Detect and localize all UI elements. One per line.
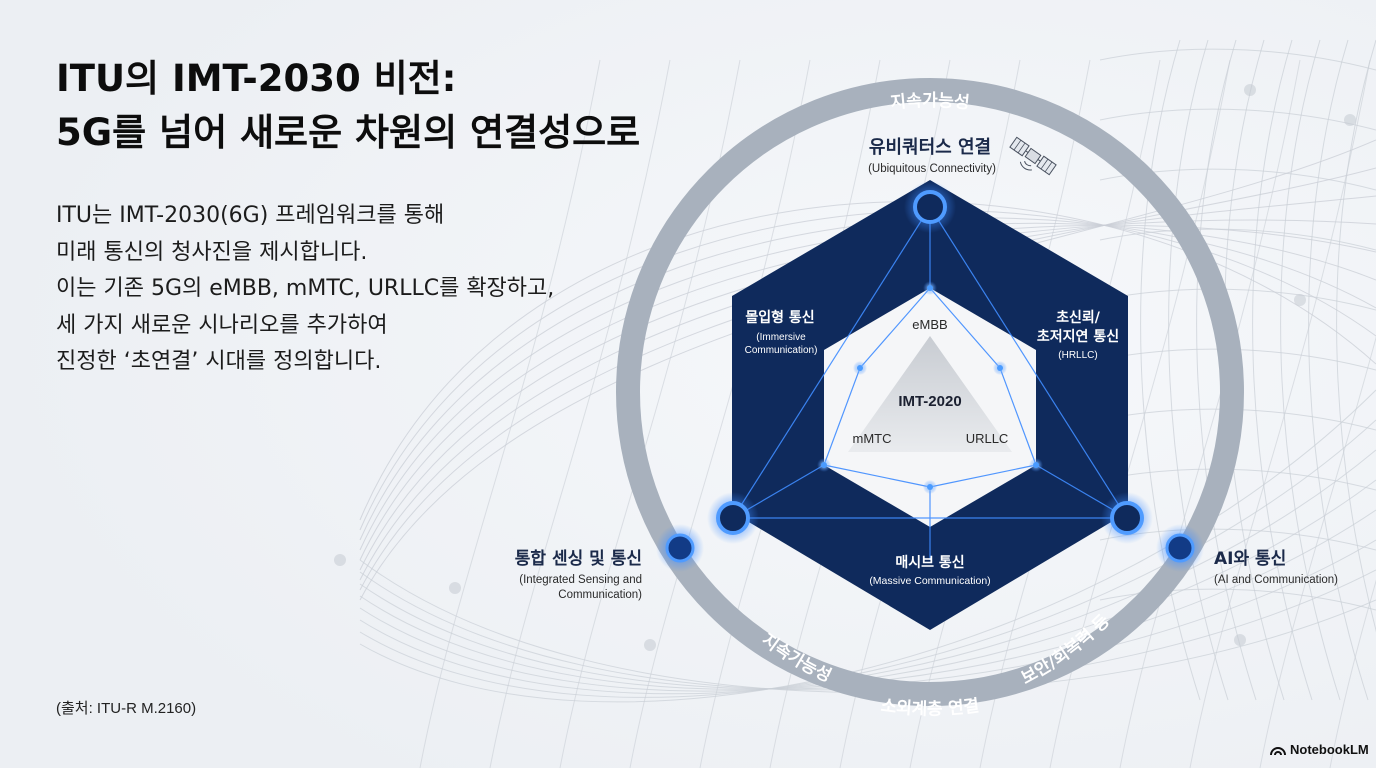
core-embb-label: eMBB [912,317,947,332]
imt-2020-triangle [848,336,1012,452]
node-top [904,181,956,233]
node-ring-right [1156,524,1204,572]
scenario-upper-left-subtitle: Communication) [745,345,818,356]
scenario-upper-left-title: 몰입형 통신 [745,309,814,326]
scenario-bottom-subtitle: (Massive Communication) [869,575,990,587]
node-right [1101,492,1153,544]
satellite-icon [1009,136,1057,176]
scenario-top-subtitle: (Ubiquitous Connectivity) [868,163,996,175]
scenario-right-subtitle: (AI and Communication) [1214,574,1338,586]
core-imt2020-label: IMT-2020 [898,393,961,410]
description-line: ITU는 IMT-2030(6G) 프레임워크를 통해 [56,203,445,228]
scenario-bottom-title: 매시브 통신 [895,555,964,571]
source-citation: (출처: ITU-R M.2160) [56,700,197,717]
brand-name: NotebookLM [1290,742,1369,757]
small-nodes [817,281,1043,494]
description-line: 세 가지 새로운 시나리오를 추가하여 [56,312,388,338]
brand-logo: NotebookLM [1270,742,1369,757]
scenario-upper-right-subtitle: (HRLLC) [1058,350,1097,361]
scenario-right-title: AI와 통신 [1214,549,1286,569]
scenario-left-subtitle: (Integrated Sensing and [519,574,642,586]
description-line: 이는 기존 5G의 eMBB, mMTC, URLLC를 확장하고, [56,276,555,301]
core-urllc-label: URLLC [966,431,1009,446]
ring-label-bottom: 소외계층 연결 [880,696,981,720]
core-mmtc-label: mMTC [853,431,892,446]
notebooklm-logo-icon [1270,746,1286,755]
node-ring-left [656,524,704,572]
scenario-upper-left-subtitle: (Immersive [756,332,806,343]
description-line: 미래 통신의 청사진을 제시합니다. [56,239,368,265]
node-left [707,492,759,544]
scenario-upper-right-title: 초저지연 통신 [1037,329,1119,345]
ring-label-top: 지속가능성 [890,91,971,113]
scenario-top-title: 유비쿼터스 연결 [869,137,991,158]
page-title: ITU의 IMT-2030 비전: 5G를 넘어 새로운 차원의 연결성으로 [56,52,640,160]
description: ITU는 IMT-2030(6G) 프레임워크를 통해 미래 통신의 청사진을 … [56,198,554,381]
outer-ring [616,78,1244,706]
scenario-upper-right-title: 초신뢰/ [1056,310,1101,326]
scenario-left-subtitle: Communication) [558,589,642,601]
title-line-1: ITU의 IMT-2030 비전: [56,57,457,100]
scenario-left-title: 통합 센싱 및 통신 [515,548,642,569]
description-line: 진정한 ‘초연결’ 시대를 정의합니다. [56,349,382,374]
title-line-2: 5G를 넘어 새로운 차원의 연결성으로 [56,111,641,154]
